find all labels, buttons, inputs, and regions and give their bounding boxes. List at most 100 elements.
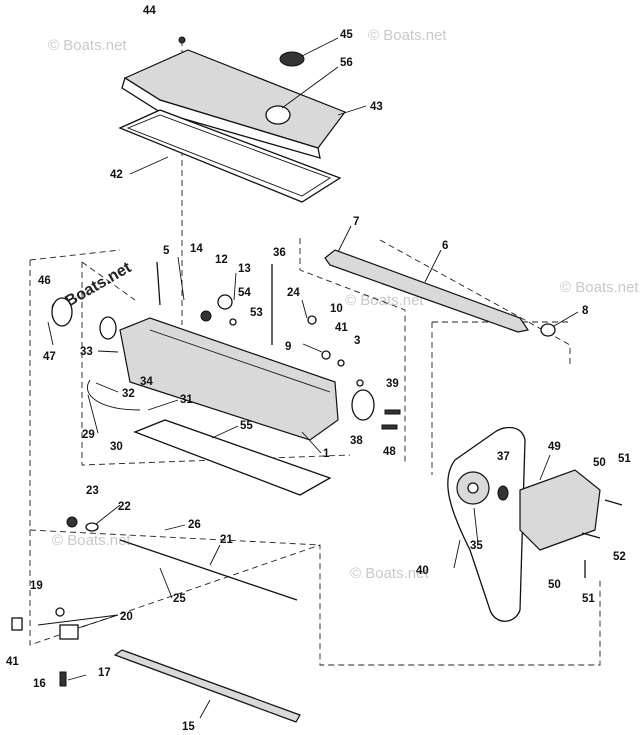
leader-line	[164, 524, 186, 531]
leader-line	[473, 507, 479, 545]
callout-label: 43	[370, 101, 383, 113]
callout-label: 5	[163, 245, 170, 257]
cylinder-head-body	[119, 317, 339, 441]
callout-label: 49	[548, 441, 561, 453]
leader-line	[302, 343, 323, 353]
wire-harness	[87, 379, 141, 411]
callout-label: 32	[122, 388, 135, 400]
sleeve	[11, 617, 23, 631]
key	[356, 379, 364, 387]
callout-label: 30	[110, 441, 123, 453]
bracket	[51, 297, 73, 327]
callout-label: 51	[618, 453, 631, 465]
timing-cover	[519, 469, 623, 578]
assembly-outline	[299, 238, 406, 465]
callout-label: 33	[80, 346, 93, 358]
callout-label: 25	[173, 593, 186, 605]
screw	[581, 532, 601, 539]
leader-line	[301, 299, 308, 319]
callout-label: 38	[350, 435, 363, 447]
callout-label: 29	[82, 429, 95, 441]
screw	[604, 499, 623, 506]
watermark: © Boats.net	[368, 27, 447, 44]
leader-line	[233, 272, 237, 301]
callout-label: 24	[287, 287, 300, 299]
leader-line	[337, 105, 367, 116]
callout-label: 53	[250, 307, 263, 319]
callout-label: 35	[470, 540, 483, 552]
leader-line	[95, 504, 121, 525]
timing-belt	[447, 426, 526, 622]
leader-line	[553, 311, 579, 327]
callout-label: 41	[6, 656, 19, 668]
stud	[156, 261, 161, 306]
leader-line	[539, 454, 551, 481]
callout-label: 47	[43, 351, 56, 363]
callout-label: 16	[33, 678, 46, 690]
callout-label: 52	[613, 551, 626, 563]
cylinder-head-edge	[149, 329, 331, 393]
callout-label: 45	[340, 29, 353, 41]
callout-label: 3	[354, 335, 360, 347]
callout-label: 13	[238, 263, 251, 275]
watermark: © Boats.net	[52, 532, 131, 549]
assembly-outline	[29, 260, 601, 666]
camshaft-seal	[540, 323, 556, 337]
clip	[307, 315, 317, 325]
cover-gasket-inner	[126, 114, 332, 197]
callout-labels: 44 45 56 43 42 7 6 8 5 14 12 13 36 54 24…	[6, 5, 631, 733]
leader-line	[77, 614, 119, 629]
callout-label: 9	[285, 341, 291, 353]
callout-label: 31	[180, 394, 193, 406]
valve-cover-side	[121, 76, 321, 159]
watermark: © Boats.net	[560, 279, 639, 296]
washer	[85, 522, 99, 532]
leader-line	[209, 544, 221, 566]
bolt	[384, 409, 401, 415]
cover-gasket-outline	[118, 109, 342, 203]
cylinder-head	[119, 317, 375, 441]
assembly-outline	[29, 529, 321, 546]
camshaft-body	[324, 249, 529, 333]
seal	[99, 316, 117, 340]
callout-label: 36	[273, 247, 286, 259]
timing-cover-body	[519, 469, 601, 551]
leader-line	[129, 156, 169, 175]
leader-line	[159, 567, 173, 599]
assembly-outline	[379, 239, 571, 365]
callout-label: 7	[353, 216, 359, 228]
callout-label: 34	[140, 376, 153, 388]
callout-label: 14	[190, 243, 203, 255]
small-parts	[11, 36, 401, 723]
nut	[66, 516, 78, 528]
callout-label: 19	[30, 580, 43, 592]
leader-line	[199, 699, 211, 719]
assembly-outline	[29, 249, 121, 261]
leader-line	[301, 431, 322, 454]
callout-label: 46	[38, 275, 51, 287]
leader-lines	[37, 37, 579, 719]
callout-label: 37	[497, 451, 510, 463]
callout-label: 55	[240, 420, 253, 432]
callout-label: 10	[330, 303, 343, 315]
callout-label: 1	[323, 448, 330, 460]
callout-label: 26	[188, 519, 201, 531]
valve-cover	[121, 49, 346, 159]
pin	[337, 359, 345, 367]
camshaft	[324, 249, 556, 337]
leader-line	[424, 249, 442, 283]
callout-label: 51	[582, 593, 595, 605]
leader-line	[453, 539, 461, 569]
callout-label: 8	[582, 305, 589, 317]
bolt	[381, 424, 398, 430]
callout-label: 21	[220, 534, 233, 546]
belt-pulley-hub	[467, 482, 479, 494]
shaft	[113, 649, 301, 723]
callout-label: 54	[238, 287, 251, 299]
leader-line	[337, 225, 352, 253]
leader-line	[67, 674, 87, 681]
pulley-spacer	[497, 485, 509, 501]
watermark: © Boats.net	[350, 565, 429, 582]
camshaft-gear	[351, 389, 375, 421]
